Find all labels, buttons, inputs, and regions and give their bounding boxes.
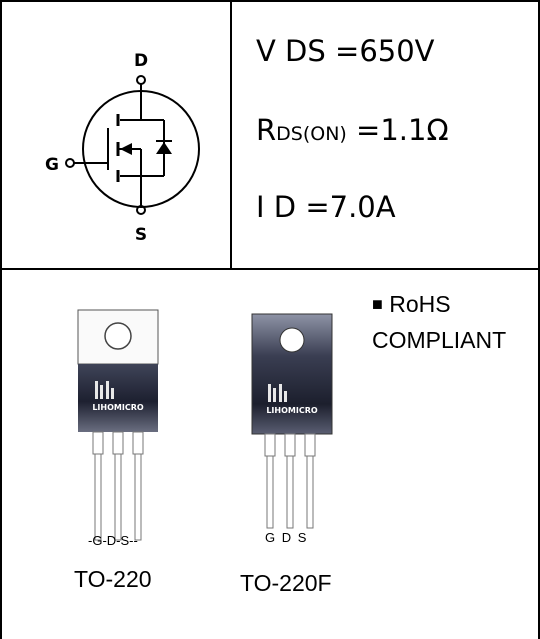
to220-pins: -G-D-S-- [88, 533, 138, 548]
rohs-line2: COMPLIANT [372, 327, 507, 353]
gate-label: G [45, 155, 59, 175]
rds-r: R [256, 113, 277, 147]
vds-value: 650V [359, 34, 435, 68]
arrow-icon [120, 143, 132, 155]
row-divider [0, 268, 540, 270]
vds-prefix: V DS = [256, 34, 360, 68]
to220-package: LIHOMICRO [77, 309, 159, 541]
spec-id: I D =7.0A [256, 190, 396, 224]
to220f-label: TO-220F [240, 570, 332, 596]
rohs-line1: RoHS [389, 291, 451, 317]
rds-sub: DS(ON) [276, 123, 347, 145]
to220-label: TO-220 [74, 566, 152, 592]
diode-icon [156, 142, 172, 154]
drain-terminal [136, 75, 146, 85]
rohs-note: ■ RoHS COMPLIANT [372, 287, 506, 357]
spec-vds: V DS =650V [256, 34, 435, 68]
brand-text: LIHOMICRO [266, 406, 318, 415]
cell-divider [230, 0, 232, 269]
rds-value: =1.1Ω [346, 113, 449, 147]
bullet-icon: ■ [372, 294, 383, 314]
mosfet-symbol: D G S [45, 51, 200, 245]
id-value: 7.0A [329, 190, 396, 224]
source-label: S [135, 225, 147, 245]
spec-rds: RDS(ON) =1.1Ω [256, 113, 449, 147]
to220f-pins: G D S [265, 530, 307, 545]
gate-terminal [65, 158, 75, 168]
id-prefix: I D = [256, 190, 330, 224]
drain-label: D [134, 51, 148, 71]
brand-text: LIHOMICRO [92, 403, 144, 412]
to220f-package: LIHOMICRO [251, 313, 333, 529]
